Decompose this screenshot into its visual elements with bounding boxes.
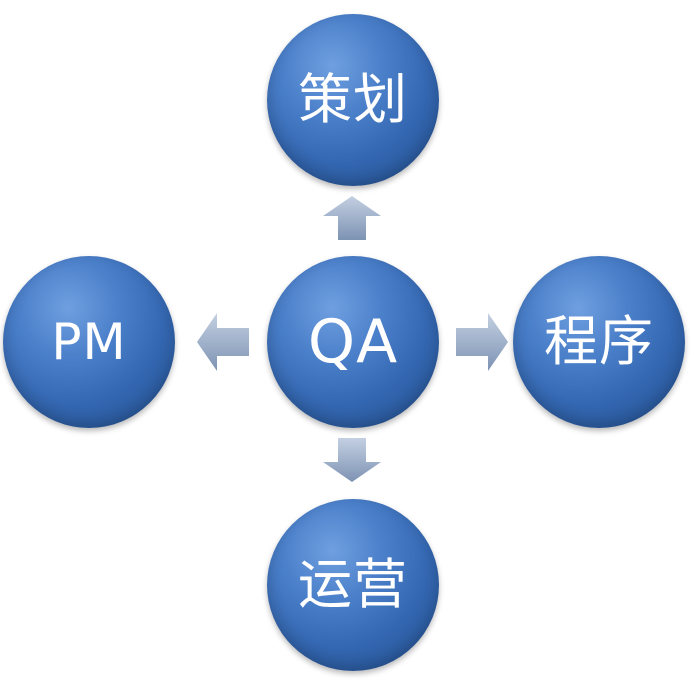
node-bottom-label: 运营 (298, 553, 408, 616)
node-center: QA (267, 256, 439, 428)
node-right-label: 程序 (544, 310, 654, 373)
node-right: 程序 (513, 256, 685, 428)
node-top: 策划 (267, 14, 439, 186)
arrow-up-icon (323, 196, 381, 240)
node-left-label: PM (51, 313, 127, 371)
node-top-label: 策划 (298, 68, 408, 131)
node-center-label: QA (307, 307, 399, 377)
node-left: PM (3, 256, 175, 428)
arrow-right-icon (456, 313, 508, 371)
arrow-down-icon (323, 438, 381, 482)
node-bottom: 运营 (267, 499, 439, 671)
arrow-left-icon (197, 313, 249, 371)
